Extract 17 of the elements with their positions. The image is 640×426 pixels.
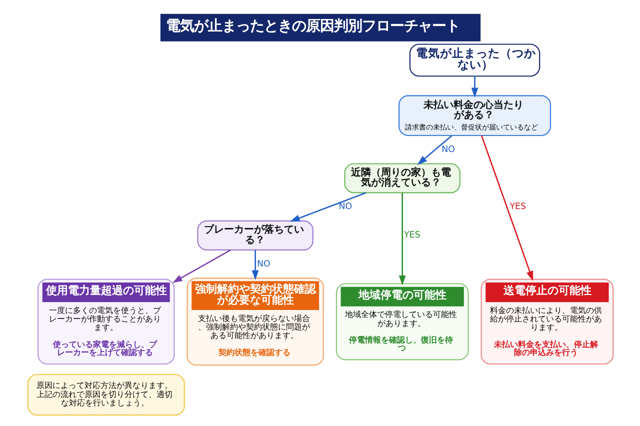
arrow (398, 192, 406, 286)
node-box: ブレーカーが落ちている？ (196, 220, 313, 250)
node-box: 近隣（周りの家）も電気が消えている？ (344, 163, 460, 194)
arrow (289, 192, 366, 222)
node-box: 電気が止まった（つかない） (408, 44, 540, 77)
edge-label: NO (256, 259, 270, 270)
diagram-title: 電気が止まったときの原因判別フローチャート (166, 18, 460, 34)
node-box: 未払い料金の心当たりがある？ 請求書の未払い、督促状が届いているなど (398, 95, 550, 136)
arrow (251, 250, 258, 280)
arrow (480, 135, 533, 281)
arrow (172, 249, 231, 283)
edge-label: NO (338, 202, 352, 212)
arrow (470, 76, 478, 98)
edge-label: NO (441, 144, 455, 155)
edge-label: YES (509, 202, 526, 212)
arrow (416, 135, 452, 165)
edge-label: YES (403, 230, 420, 241)
